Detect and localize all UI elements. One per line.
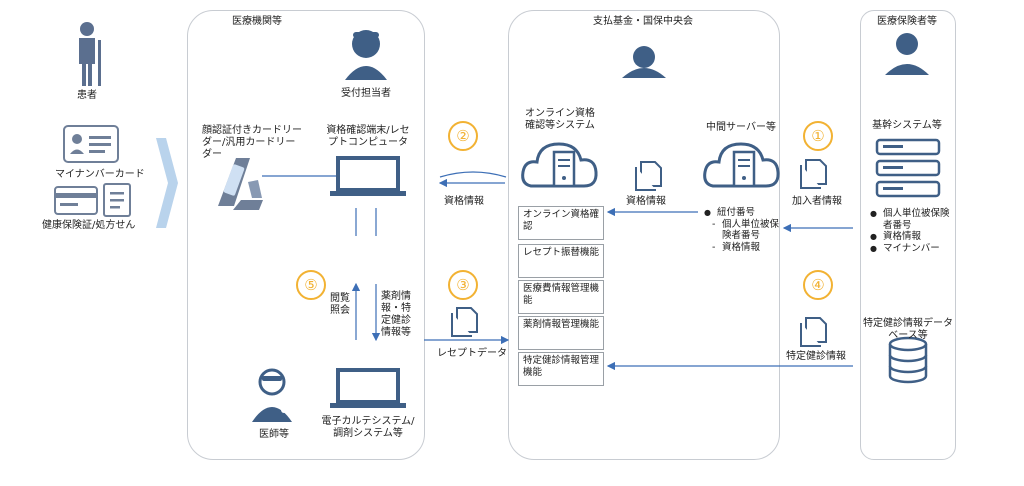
patient-label: 患者 (77, 90, 97, 101)
checkup-database-icon (888, 336, 928, 384)
function-receipt-transfer: レセプト振替機能 (518, 244, 604, 278)
insurer-bullet-qualification: 資格情報 (870, 231, 954, 243)
terminal-label: 資格確認端末/レセプトコンピュータ (326, 125, 410, 148)
middle-bullet-link-number: 紐付番号 (704, 207, 784, 219)
flow-checkup-info: 特定健診情報 (786, 351, 846, 362)
middle-sub-insured-number: 個人単位被保険者番号 (704, 219, 784, 242)
insurance-card-label: 健康保険証/処方せん (42, 220, 136, 231)
ehr-label: 電子カルテシステム/調剤システム等 (321, 416, 415, 439)
function-checkup-info: 特定健診情報管理機能 (518, 352, 604, 386)
receptionist-label: 受付担当者 (341, 88, 391, 99)
function-medical-cost: 医療費情報管理機能 (518, 280, 604, 314)
step-1-badge: ① (803, 121, 833, 151)
core-system-server-icon (875, 138, 941, 198)
prescription-icon (103, 183, 131, 217)
flow-subscriber-info: 加入者情報 (792, 196, 842, 207)
core-system-label: 基幹システム等 (872, 120, 942, 131)
browse-label: 閲覧照会 (330, 293, 350, 316)
insurer-bullet-list: 個人単位被保険者番号 資格情報 マイナンバー (870, 208, 954, 254)
function-drug-info: 薬剤情報管理機能 (518, 316, 604, 350)
flow-qualification-info-mid: 資格情報 (626, 196, 666, 207)
middle-sub-qualification: 資格情報 (704, 242, 784, 254)
insurance-card-icon (54, 186, 98, 215)
my-number-card-icon (63, 125, 119, 163)
fund-title: 支払基金・国保中央会 (593, 16, 693, 27)
step-3-badge: ③ (448, 270, 478, 300)
online-system-label: オンライン資格確認等システム (525, 108, 595, 131)
drug-checkup-label: 薬剤情報・特定健診情報等 (381, 291, 411, 338)
terminal-laptop-icon (330, 156, 406, 196)
doctor-icon (252, 368, 292, 422)
insurer-bullet-my-number: マイナンバー (870, 243, 954, 255)
step-2-badge: ② (448, 121, 478, 151)
document-icon (451, 159, 827, 347)
patient-icon (79, 22, 101, 86)
middle-server-cloud-icon (703, 142, 780, 188)
middle-server-list: 紐付番号 個人単位被保険者番号 資格情報 (704, 207, 784, 253)
insurer-title: 医療保険者等 (877, 16, 937, 27)
receptionist-icon (345, 30, 387, 80)
ehr-laptop-icon (330, 368, 406, 408)
step-4-badge: ④ (803, 270, 833, 300)
card-reader-icon (218, 158, 263, 210)
middle-server-label: 中間サーバー等 (706, 122, 776, 133)
doctor-label: 医師等 (259, 429, 289, 440)
my-number-card-label: マイナンバーカード (55, 169, 145, 180)
card-reader-label: 顔認証付きカードリーダー/汎用カードリーダー (202, 125, 302, 160)
insurer-staff-icon (885, 33, 929, 75)
insurer-bullet-insured-number: 個人単位被保険者番号 (870, 208, 954, 231)
online-system-cloud-icon (521, 142, 598, 188)
medical-institution-title: 医療機関等 (232, 16, 282, 27)
flow-qualification-info-left: 資格情報 (444, 196, 484, 207)
step-5-badge: ⑤ (296, 270, 326, 300)
flow-receipt-data: レセプトデータ (437, 348, 507, 359)
function-online-qualification: オンライン資格確認 (518, 206, 604, 240)
checkup-db-label: 特定健診情報データベース等 (863, 318, 953, 341)
fund-staff-icon (622, 46, 666, 78)
flow-chevron (156, 138, 178, 228)
